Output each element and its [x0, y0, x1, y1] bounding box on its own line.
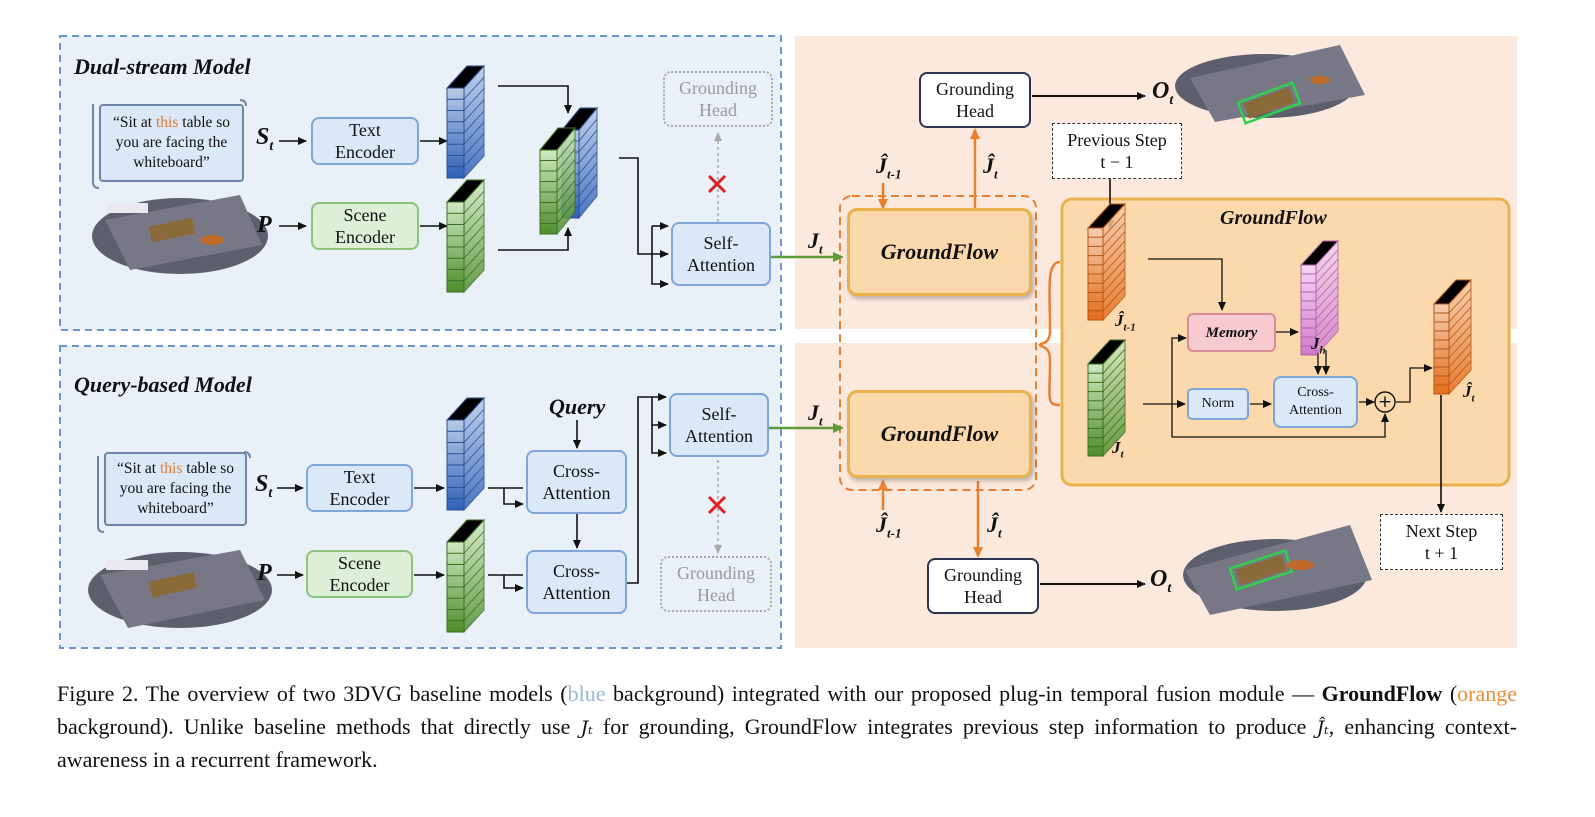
- jhat-t-label: Ĵt: [983, 153, 998, 182]
- s-t-label: St: [256, 124, 274, 154]
- dual-stream-title: Dual-stream Model: [74, 54, 251, 79]
- groundflow-group-outline: [839, 195, 1037, 491]
- jhat-out-feature-stack: [1432, 278, 1473, 396]
- groundflow-module-bottom: GroundFlow: [847, 390, 1032, 478]
- self-attention: Self-Attention: [671, 222, 771, 286]
- jh-feature-stack: [1299, 239, 1340, 357]
- scene-feature-stack: [538, 126, 577, 236]
- scene-point-cloud-icon: [92, 195, 268, 274]
- scene-point-cloud-icon: [1183, 525, 1372, 615]
- jt-feature-stack: [1086, 338, 1127, 458]
- figure-caption: Figure 2. The overview of two 3DVG basel…: [57, 681, 1518, 772]
- groundflow-detail-title: GroundFlow: [1220, 207, 1327, 229]
- scene-feature-stack: [445, 178, 486, 294]
- o-t-label: Ot: [1150, 566, 1172, 596]
- query-prompt: “Sit at this table so you are facing the…: [104, 452, 247, 526]
- query-based-title: Query-based Model: [74, 372, 252, 397]
- dual-prompt: “Sit at this table so you are facing the…: [99, 104, 244, 182]
- groundflow-module-top: GroundFlow: [847, 208, 1032, 296]
- text-feature-stack: [445, 396, 486, 512]
- jhat-prev-feature-stack: [1086, 202, 1127, 322]
- figure: Dual-stream Model “Sit at this table so …: [59, 35, 1517, 649]
- jhat-t-detail-label: Ĵt: [1463, 382, 1475, 405]
- jhat-t-label: Ĵt: [987, 512, 1002, 541]
- red-x-icon: [707, 174, 727, 194]
- plus-circle-icon: [1374, 391, 1396, 413]
- j-t-detail-label: Jt: [1112, 438, 1124, 461]
- query-label: Query: [549, 394, 606, 419]
- curly-brace: [1038, 260, 1061, 407]
- p-label: P: [257, 212, 272, 238]
- self-attention: Self-Attention: [669, 393, 769, 457]
- cross-attention-1: Cross-Attention: [526, 450, 627, 514]
- scene-feature-stack: [445, 518, 486, 634]
- s-t-label: St: [255, 471, 273, 501]
- jhat-prev-label: Ĵt-1: [876, 512, 902, 541]
- j-t-label: Jt: [808, 400, 823, 429]
- groundflow-detail-box: [1060, 197, 1511, 487]
- o-t-label: Ot: [1152, 78, 1174, 108]
- cross-attention-detail: Cross-Attention: [1273, 376, 1358, 428]
- jhat-prev-detail-label: Ĵt-1: [1115, 311, 1136, 334]
- p-label: P: [257, 560, 272, 586]
- red-x-icon: [707, 495, 727, 515]
- norm-block: Norm: [1187, 388, 1249, 420]
- j-h-label: Jh: [1311, 334, 1326, 357]
- memory-block: Memory: [1187, 313, 1276, 352]
- figure-canvas: [59, 35, 1517, 649]
- jhat-prev-label: Ĵt-1: [876, 153, 902, 182]
- plus-sign: +: [1377, 392, 1393, 412]
- scene-point-cloud-icon: [88, 550, 272, 628]
- scene-point-cloud-icon: [1175, 45, 1365, 125]
- cross-attention-2: Cross-Attention: [526, 550, 627, 614]
- j-t-label: Jt: [808, 228, 823, 257]
- scroll-prompt-icon: [92, 99, 247, 189]
- text-feature-stack: [445, 64, 486, 180]
